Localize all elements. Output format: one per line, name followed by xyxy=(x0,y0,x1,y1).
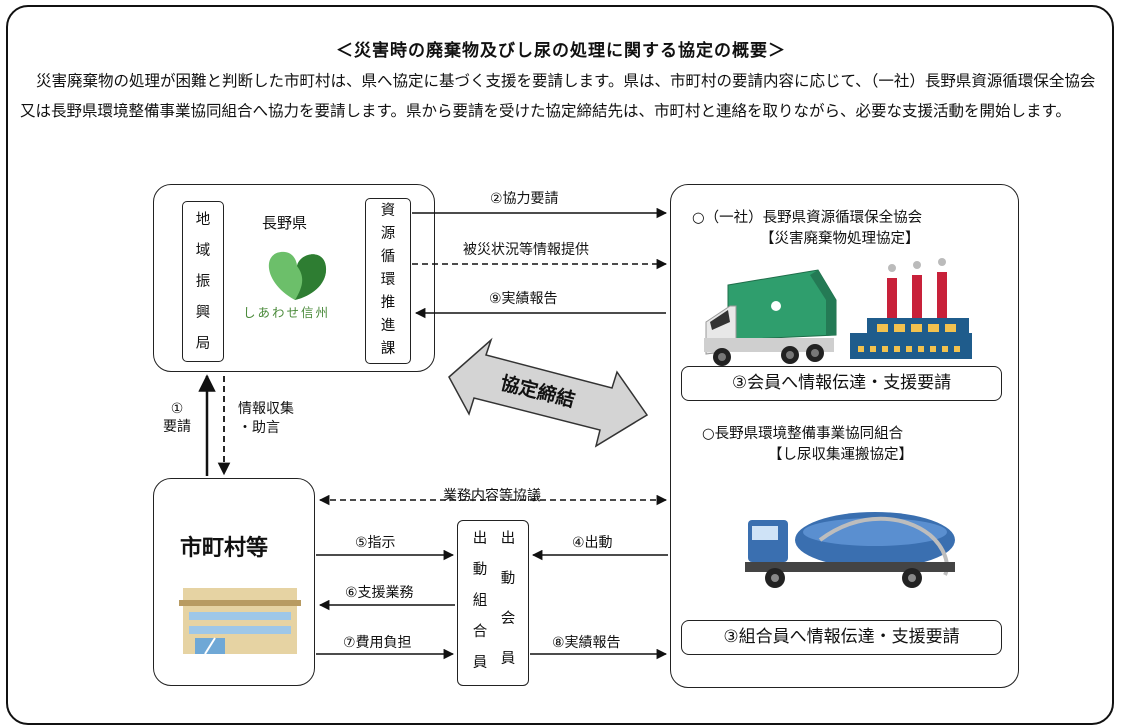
association-name: ○（一社）長野県資源循環保全協会 xyxy=(692,210,923,226)
garbage-truck-icon xyxy=(704,269,837,366)
illustrations-layer xyxy=(179,258,972,655)
regional-bureau-box xyxy=(182,201,224,362)
resource-division-label: 資 源 循 環 推 進 課 xyxy=(380,203,396,357)
factory-icon xyxy=(850,258,972,359)
dispatch-4-label: ④出動 xyxy=(572,535,613,551)
info-provision-label: 被災状況等情報提供 xyxy=(463,242,589,258)
association-action-box: ③会員へ情報伝達・支援要請 xyxy=(681,366,1002,401)
page-title: ＜災害時の廃棄物及びし尿の処理に関する協定の概要＞ xyxy=(336,41,786,61)
consult-label: 業務内容等協議 xyxy=(443,488,541,504)
cost-7-label: ⑦費用負担 xyxy=(343,635,412,651)
coop-request-label: ②協力要請 xyxy=(490,191,559,207)
union-action-box: ③組合員へ情報伝達・支援要請 xyxy=(681,620,1002,655)
prefecture-logo-text: しあわせ信州 xyxy=(243,305,331,320)
association-agreement: 【災害廃棄物処理協定】 xyxy=(760,231,920,247)
info-collect-label: 情報収集 ・助言 xyxy=(238,401,294,436)
request-1-label: ① 要請 xyxy=(163,401,191,435)
instruct-5-label: ⑤指示 xyxy=(355,535,396,551)
union-name: ○長野県環境整備事業協同組合 xyxy=(702,426,904,442)
prefecture-logo-icon xyxy=(268,251,327,300)
tanker-truck-icon xyxy=(745,512,955,588)
support-6-label: ⑥支援業務 xyxy=(345,585,414,601)
results-report-9-label: ⑨実績報告 xyxy=(489,291,558,307)
agreement-double-arrow xyxy=(448,337,649,448)
prefecture-name: 長野県 xyxy=(262,214,308,232)
resource-division-box xyxy=(365,198,411,364)
municipality-name: 市町村等 xyxy=(180,536,269,561)
report-8-label: ⑧実績報告 xyxy=(552,635,621,651)
partners-box xyxy=(670,184,1019,688)
union-agreement: 【し尿収集運搬協定】 xyxy=(768,447,913,463)
intro-paragraph: 災害廃棄物の処理が困難と判断した市町村は、県へ協定に基づく支援を要請します。県は… xyxy=(20,72,1096,120)
municipal-building-icon xyxy=(179,588,301,655)
dispatch-member-label: 出 動 会 員 xyxy=(500,531,516,667)
dispatch-box xyxy=(457,520,529,686)
dispatch-union-label: 出 動 組 合 員 xyxy=(472,531,488,671)
regional-bureau-label: 地 域 振 興 局 xyxy=(195,212,211,352)
arrows-layer xyxy=(198,207,668,660)
